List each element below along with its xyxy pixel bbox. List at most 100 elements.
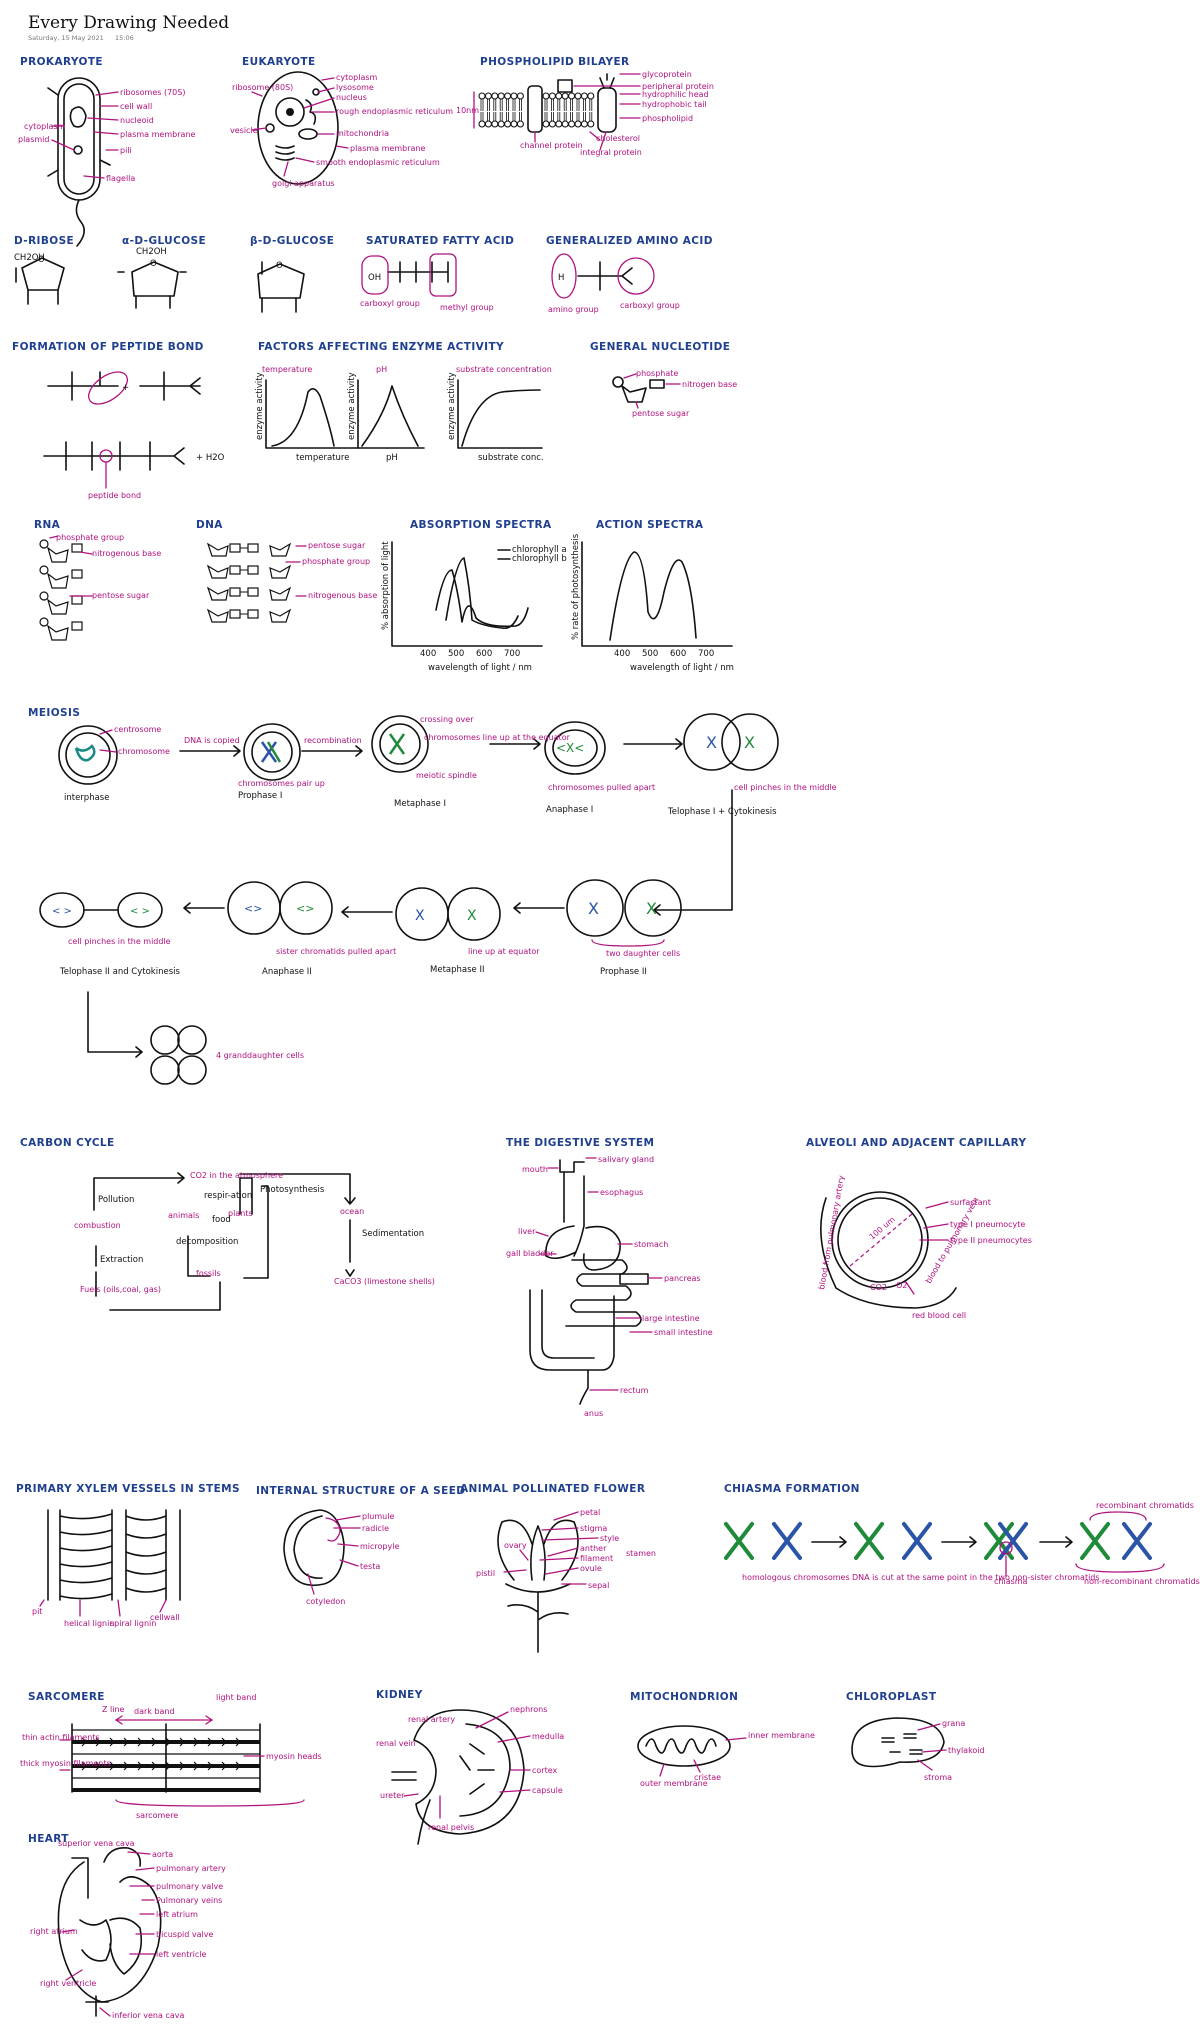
myosin-head — [221, 1737, 227, 1747]
alveolus-shape — [831, 1191, 929, 1289]
label: sepal — [588, 1581, 609, 1590]
stage-label: Telophase II and Cytokinesis — [59, 967, 180, 977]
axis-label: pH — [386, 453, 398, 463]
label: lysosome — [336, 83, 374, 92]
section-title: INTERNAL STRUCTURE OF A SEED — [256, 1485, 465, 1497]
flagellum-shape — [75, 199, 85, 247]
label: type I pneumocyte — [950, 1220, 1025, 1229]
tick-label: 500 — [448, 649, 464, 659]
phospholipid-tail — [589, 112, 593, 121]
base-left — [229, 565, 241, 575]
svg-text:+: + — [122, 383, 129, 393]
phospholipid-head — [504, 120, 512, 128]
phospholipid-head — [478, 92, 486, 100]
phospholipid-tail — [563, 99, 567, 111]
label: cytoplasm — [336, 73, 378, 82]
sarcomere-diagram: SARCOMERE Z line dark band light band th… — [20, 1691, 322, 1820]
svg-text:O: O — [38, 255, 45, 265]
label: phosphate group — [56, 533, 124, 542]
section-title: KIDNEY — [376, 1689, 423, 1701]
phospholipid-head — [484, 120, 492, 128]
annotation: line up at equator — [468, 947, 540, 956]
tick-label: 400 — [614, 649, 630, 659]
axis-label: temperature — [296, 453, 349, 463]
myosin-head — [235, 1737, 241, 1747]
label: phosphate — [636, 369, 678, 378]
base-right — [247, 587, 259, 597]
phospholipid-head — [478, 120, 486, 128]
svg-text:X: X — [588, 899, 599, 918]
label: recombinant chromatids — [1096, 1501, 1194, 1510]
label: renal vein — [376, 1739, 416, 1748]
phospholipid-tail — [583, 99, 586, 111]
label: spiral lignin — [110, 1619, 156, 1628]
dna-double-strand — [206, 542, 292, 623]
label: pentose sugar — [92, 591, 150, 600]
phospholipid-tail — [563, 112, 567, 121]
axis-label: enzyme activity — [447, 372, 457, 440]
label: large intestine — [642, 1314, 700, 1323]
dna-diagram: DNA pentose sugar phosphate group nitrog… — [196, 519, 377, 623]
node: ocean — [340, 1207, 364, 1216]
svg-text:<X<: <X< — [556, 741, 584, 755]
carboxyl-circle — [617, 257, 655, 295]
heart-diagram: HEART superior vena cava aorta pulmonary… — [28, 1833, 226, 2020]
label: stamen — [626, 1549, 656, 1558]
d-ribose-structure: D-RIBOSE O CH2OH — [14, 235, 74, 305]
phosphate-group — [39, 539, 49, 549]
stage-label: interphase — [64, 793, 109, 803]
label: outer membrane — [640, 1779, 708, 1788]
section-title: CARBON CYCLE — [20, 1137, 115, 1149]
section-title: EUKARYOTE — [242, 56, 316, 68]
label: thin actin filaments — [22, 1733, 100, 1742]
phospholipid-head — [561, 120, 569, 128]
label: phosphate group — [302, 557, 370, 566]
label: integral protein — [580, 148, 642, 157]
pistil-shape — [530, 1525, 546, 1581]
label: ovary — [504, 1541, 527, 1550]
phospholipid-bilayer-diagram: PHOSPHOLIPID BILAYER glycoprotein periph… — [456, 56, 714, 157]
node: Fuels (oils,coal, gas) — [80, 1285, 161, 1294]
section-title: RNA — [34, 519, 61, 531]
phospholipid-head — [542, 120, 550, 128]
phospholipid-tail — [519, 112, 522, 121]
svg-text:OH: OH — [368, 273, 381, 283]
label: ribosomes (70S) — [120, 88, 185, 97]
label: dark band — [134, 1707, 175, 1716]
node: food — [212, 1215, 231, 1225]
alveoli-diagram: ALVEOLI AND ADJACENT CAPILLARY surfactan… — [806, 1137, 1032, 1320]
label: mitochondria — [336, 129, 389, 138]
phospholipid-head — [510, 120, 518, 128]
pentose-sugar — [46, 624, 69, 641]
myosin-head — [235, 1761, 241, 1771]
legend-entry: chlorophyll a — [512, 545, 567, 555]
label: amino group — [548, 305, 599, 314]
phospholipid-tail — [557, 112, 561, 121]
base-right — [247, 609, 259, 619]
label: 10nm — [456, 106, 479, 115]
label: gall bladder — [506, 1249, 554, 1258]
methyl-box — [429, 253, 457, 297]
label: O2 — [896, 1281, 907, 1290]
node: fossils — [196, 1269, 221, 1278]
annotation: meiotic spindle — [416, 771, 477, 780]
node: plants — [228, 1209, 253, 1218]
nitrogenous-base — [71, 621, 83, 631]
phospholipid-head — [516, 92, 524, 100]
digestive-system-diagram: THE DIGESTIVE SYSTEM mouth salivary glan… — [506, 1137, 713, 1418]
action-curve — [609, 551, 697, 641]
annotation: crossing over — [420, 715, 474, 724]
section-title: ABSORPTION SPECTRA — [410, 519, 552, 531]
svg-text:O: O — [150, 259, 157, 269]
phospholipid-head — [484, 92, 492, 100]
annotation: chromosomes pair up — [238, 779, 325, 788]
phospholipid-head — [587, 120, 595, 128]
label: nephrons — [510, 1705, 547, 1714]
rna-strand — [39, 539, 83, 641]
stage-label: Prophase II — [600, 967, 647, 977]
sugar-right — [269, 608, 292, 623]
carbon-cycle-diagram: CARBON CYCLE CO2 in the atmosphere Photo… — [20, 1137, 435, 1311]
axis-label: wavelength of light / nm — [630, 663, 734, 673]
phospholipid-tail — [576, 99, 580, 111]
section-title: SARCOMERE — [28, 1691, 105, 1703]
